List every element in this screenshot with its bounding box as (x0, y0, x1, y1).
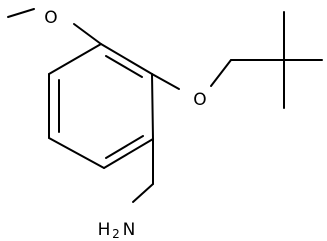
ring-bond-3 (103, 138, 154, 169)
bond-ring-o (151, 73, 180, 90)
ring-bond-1 (100, 43, 153, 75)
ring-bond-4 (48, 137, 105, 169)
ring-bond-6 (48, 43, 102, 75)
bond-methyl-o (7, 8, 35, 18)
bond-o-ring (73, 23, 102, 45)
amine-subscript-label: 2 (112, 227, 120, 241)
ring-bond-2 (151, 73, 154, 140)
bond-o-ch2 (210, 59, 232, 87)
bond-ch2-n (132, 183, 154, 203)
ring-double-bond-2 (105, 135, 144, 159)
amine-n-label: N (123, 220, 136, 240)
methoxy-oxygen-label: O (44, 8, 57, 28)
ether-oxygen-label: O (193, 90, 206, 110)
amine-h-label: H (98, 220, 111, 240)
ring-double-bond-1 (105, 55, 143, 78)
